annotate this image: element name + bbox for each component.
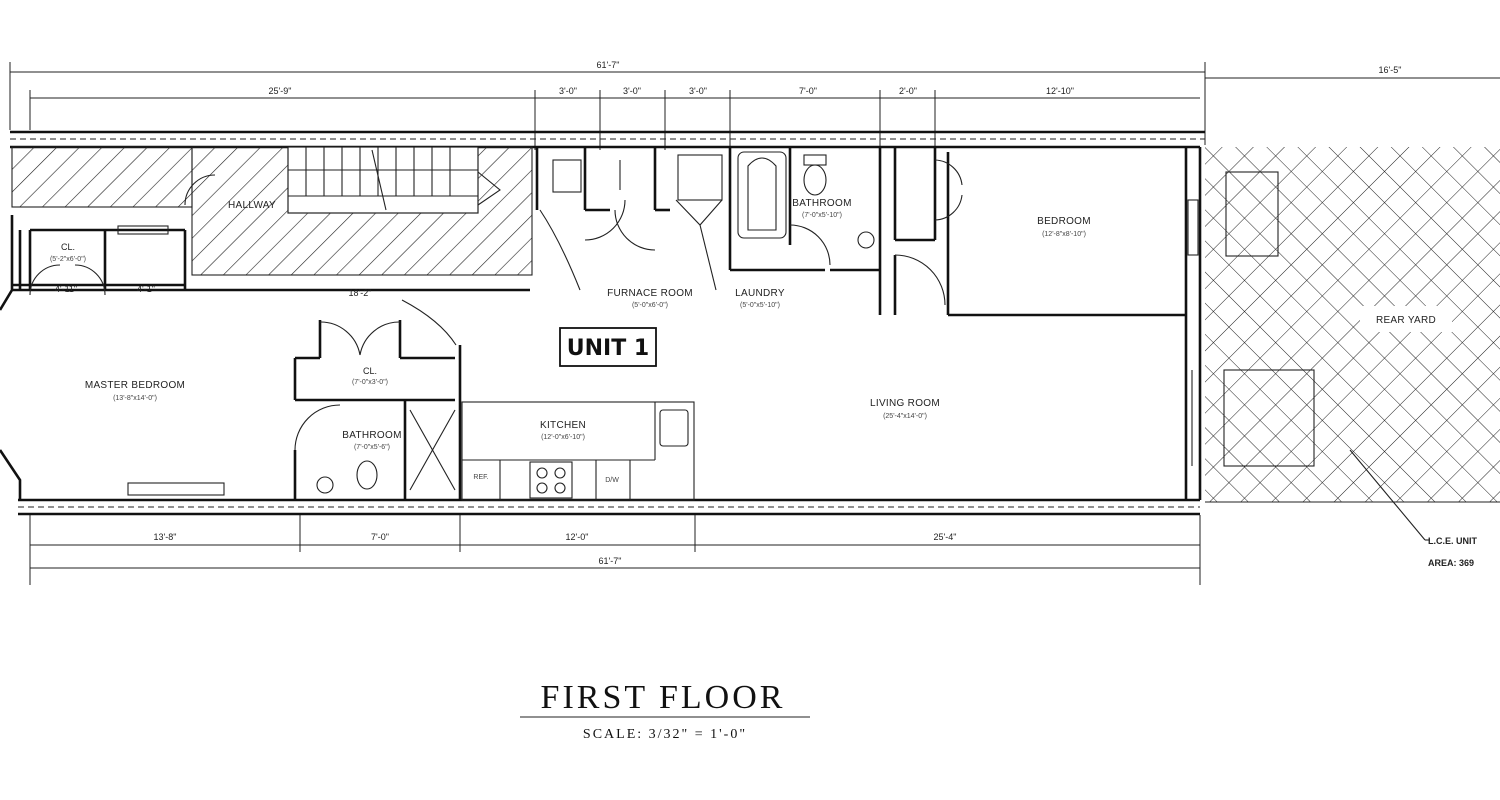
dim-seg-bedroom: 12'-10" [1046, 86, 1074, 96]
label-refrigerator: REF. [473, 474, 488, 481]
label-lce-area: AREA: 369 [1428, 558, 1474, 568]
label-furnace-room: FURNACE ROOM [607, 288, 693, 299]
label-lce-unit: L.C.E. UNIT [1428, 536, 1478, 546]
label-bathroom-bottom: BATHROOM [342, 430, 401, 441]
label-laundry-size: (5'-0"x5'-10") [740, 302, 780, 309]
bedroom-walls [893, 147, 1199, 317]
dim-seg-closet2: 2'-0" [899, 86, 917, 96]
label-dishwasher: D/W [605, 477, 619, 484]
dim-overall-top: 61'-7" [597, 60, 620, 70]
label-kitchen: KITCHEN [540, 420, 586, 431]
south-rooms [127, 299, 695, 501]
dim-closet-small: 4'-11" [55, 284, 77, 294]
utility-rooms [535, 147, 882, 315]
unit-label: UNIT 1 [567, 336, 649, 361]
label-closet-b: CL. [363, 366, 377, 376]
label-rear-yard: REAR YARD [1376, 315, 1436, 326]
label-closet-a: CL. [61, 242, 75, 252]
dim-bottom-kitchen: 12'-0" [566, 532, 589, 542]
label-master-size: (13'-8"x14'-0") [113, 395, 157, 402]
dim-seg-bath: 7'-0" [799, 86, 817, 96]
dim-bottom-living: 25'-4" [934, 532, 957, 542]
label-laundry: LAUNDRY [735, 288, 785, 299]
drawing-scale: SCALE: 3/32" = 1'-0" [583, 727, 747, 742]
label-hallway: HALLWAY [228, 200, 276, 211]
label-closet-a-size: (5'-2"x6'-0") [50, 256, 86, 263]
dim-bottom-bath: 7'-0" [371, 532, 389, 542]
label-bedroom: BEDROOM [1037, 216, 1091, 227]
dim-rear-top: 16'-5" [1379, 65, 1402, 75]
interior-walls-west [12, 174, 530, 296]
label-living-size: (25'-4"x14'-0") [883, 413, 927, 420]
dim-bottom-master: 13'-8" [154, 532, 177, 542]
label-bathroom-top: BATHROOM [792, 198, 851, 209]
label-bedroom-size: (12'-8"x8'-10") [1042, 231, 1086, 238]
bottom-dimensions [29, 515, 1201, 585]
label-bathroom-top-size: (7'-0"x5'-10") [802, 212, 842, 219]
label-master-bedroom: MASTER BEDROOM [85, 380, 185, 391]
dim-closet-small2: 4'-1" [137, 284, 155, 294]
dim-seg-furnace: 3'-0" [559, 86, 577, 96]
label-kitchen-size: (12'-0"x6'-10") [541, 434, 585, 441]
drawing-title: FIRST FLOOR [541, 679, 786, 716]
dim-seg-laundry: 3'-0" [689, 86, 707, 96]
dim-overall-bottom: 61'-7" [599, 556, 622, 566]
dim-hall-lower: 18'-2" [349, 288, 372, 298]
hallway-hatch [11, 146, 533, 276]
rear-yard [1191, 147, 1500, 541]
label-bathroom-bottom-size: (7'-0"x5'-6") [354, 444, 390, 451]
label-living-room: LIVING ROOM [870, 398, 940, 409]
dim-seg-hall: 25'-9" [269, 86, 292, 96]
dim-seg-closet: 3'-0" [623, 86, 641, 96]
top-dimensions [9, 62, 1500, 150]
label-furnace-size: (5'-0"x6'-0") [632, 302, 668, 309]
label-closet-b-size: (7'-0"x3'-0") [352, 379, 388, 386]
